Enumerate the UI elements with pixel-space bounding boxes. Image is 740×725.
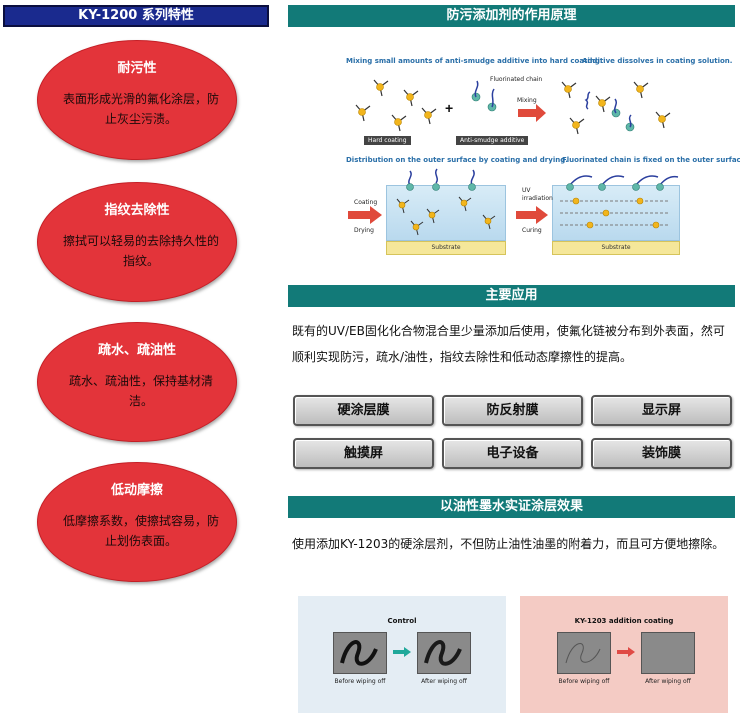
ink-test-title-bar: 以油性墨水实证涂层效果 bbox=[288, 496, 735, 518]
ink-scribble-icon bbox=[424, 640, 462, 666]
addition-photo-panel: KY-1203 addition coating Before wiping o… bbox=[520, 596, 728, 713]
addition-title: KY-1203 addition coating bbox=[574, 617, 674, 625]
coating-process-illustration bbox=[348, 168, 679, 236]
ink-test-text: 使用添加KY-1203的硬涂层剂，不但防止油性油墨的附着力，而且可方便地擦除。 bbox=[292, 537, 725, 551]
application-button-display[interactable]: 显示屏 bbox=[591, 395, 732, 426]
application-button-hard-coat-film[interactable]: 硬涂层膜 bbox=[293, 395, 434, 426]
label-drying: Drying bbox=[354, 227, 374, 234]
control-before-sample bbox=[333, 632, 387, 674]
coating-arrow-icon bbox=[348, 206, 382, 224]
addition-after-sample bbox=[641, 632, 695, 674]
label-hard-coating: Hard coating bbox=[364, 136, 411, 145]
caption-dissolves: Additive dissolves in coating solution. bbox=[582, 57, 733, 65]
applications-title-bar: 主要应用 bbox=[288, 285, 735, 307]
mixing-arrow-icon bbox=[518, 104, 546, 122]
label-coating: Coating bbox=[354, 199, 378, 206]
control-after-sample bbox=[417, 632, 471, 674]
substrate-left: Substrate bbox=[386, 241, 506, 255]
arrow-right-icon bbox=[393, 647, 411, 657]
after-label: After wiping off bbox=[645, 678, 691, 685]
feature-hydrophobic-oleophobic: 疏水、疏油性 疏水、疏油性，保持基材清洁。 bbox=[37, 322, 237, 442]
faint-ink-scribble-icon bbox=[565, 643, 601, 664]
ink-scribble-icon bbox=[340, 640, 378, 666]
feature-title: 疏水、疏油性 bbox=[97, 343, 176, 358]
label-anti-smudge-additive: Anti-smudge additive bbox=[456, 136, 529, 145]
caption-mixing: Mixing small amounts of anti-smudge addi… bbox=[346, 57, 603, 65]
curing-arrow-icon bbox=[516, 206, 548, 224]
feature-desc: 低摩擦系数，使擦拭容易，防止划伤表面。 bbox=[62, 514, 219, 548]
feature-title: 指纹去除性 bbox=[104, 203, 170, 218]
before-label: Before wiping off bbox=[558, 678, 610, 685]
feature-title: 耐污性 bbox=[117, 61, 157, 76]
feature-desc: 表面形成光滑的氟化涂层，防止灰尘污渍。 bbox=[62, 92, 219, 126]
arrow-right-icon bbox=[617, 647, 635, 657]
application-button-electronic-device[interactable]: 电子设备 bbox=[442, 438, 583, 469]
application-button-anti-reflection-film[interactable]: 防反射膜 bbox=[442, 395, 583, 426]
after-label: After wiping off bbox=[421, 678, 467, 685]
label-mixing: Mixing bbox=[517, 97, 537, 104]
label-fluorinated-chain: Fluorinated chain bbox=[490, 76, 543, 83]
substrate-right: Substrate bbox=[552, 241, 680, 255]
mixing-molecules-illustration: + bbox=[355, 79, 671, 135]
feature-desc: 擦拭可以轻易的去除持久性的指纹。 bbox=[62, 234, 219, 268]
feature-fingerprint-removal: 指纹去除性 擦拭可以轻易的去除持久性的指纹。 bbox=[37, 182, 237, 302]
feature-low-friction: 低动摩擦 低摩擦系数，使擦拭容易，防止划伤表面。 bbox=[37, 462, 237, 582]
application-button-touch-screen[interactable]: 触摸屏 bbox=[293, 438, 434, 469]
applications-text: 既有的UV/EB固化化合物混合里少量添加后使用，使氟化链被分布到外表面，然可顺利… bbox=[292, 324, 725, 364]
feature-stain-resistance: 耐污性 表面形成光滑的氟化涂层，防止灰尘污渍。 bbox=[37, 40, 237, 160]
application-button-decorative-film[interactable]: 装饰膜 bbox=[591, 438, 732, 469]
principle-title-bar: 防污添加剂的作用原理 bbox=[288, 5, 735, 27]
control-photo-panel: Control Before wiping off After wiping o… bbox=[298, 596, 506, 713]
caption-fixed: Fluorinated chain is fixed on the outer … bbox=[562, 156, 740, 164]
label-curing: Curing bbox=[522, 227, 542, 234]
caption-distribution: Distribution on the outer surface by coa… bbox=[346, 156, 568, 164]
features-header: KY-1200 系列特性 bbox=[3, 5, 269, 27]
before-label: Before wiping off bbox=[334, 678, 386, 685]
plus-sign: + bbox=[445, 100, 453, 116]
control-title: Control bbox=[387, 617, 417, 625]
addition-before-sample bbox=[557, 632, 611, 674]
principle-diagram: Mixing small amounts of anti-smudge addi… bbox=[340, 53, 740, 265]
coating-layer-left bbox=[386, 185, 506, 241]
feature-title: 低动摩擦 bbox=[110, 483, 163, 498]
feature-desc: 疏水、疏油性，保持基材清洁。 bbox=[68, 374, 213, 408]
label-uv-irradiation: UV irradiation bbox=[522, 187, 553, 202]
